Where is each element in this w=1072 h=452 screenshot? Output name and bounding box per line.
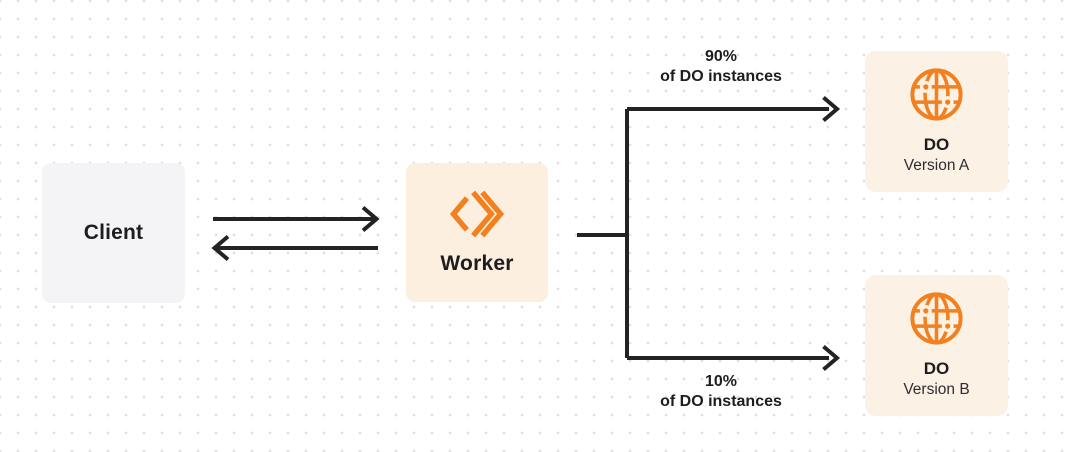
- arrow-client-to-worker: [213, 205, 380, 233]
- top-branch-percentage: 90%: [704, 48, 738, 65]
- node-do-version-a: DO Version A: [865, 51, 1008, 192]
- branch-trunk-line: [577, 109, 629, 358]
- do-a-subtitle: Version A: [903, 156, 970, 174]
- bottom-branch-percentage: 10%: [704, 373, 738, 390]
- worker-label: Worker: [440, 252, 514, 275]
- client-label: Client: [83, 221, 144, 244]
- bottom-branch-caption: of DO instances: [660, 393, 782, 410]
- top-branch-caption: of DO instances: [660, 68, 782, 85]
- arrow-to-do-version-a: [627, 95, 841, 123]
- cloudflare-workers-icon: [450, 190, 504, 238]
- top-branch-label: 90% of DO instances: [610, 47, 832, 87]
- node-worker: Worker: [406, 163, 548, 302]
- do-a-title: DO: [923, 135, 950, 155]
- node-do-version-b: DO Version B: [865, 275, 1008, 416]
- durable-object-globe-icon: [910, 292, 963, 345]
- do-b-subtitle: Version B: [903, 380, 970, 398]
- durable-object-globe-icon: [910, 68, 963, 121]
- do-b-title: DO: [923, 359, 950, 379]
- bottom-branch-label: 10% of DO instances: [610, 372, 832, 412]
- arrow-to-do-version-b: [627, 344, 841, 372]
- node-client: Client: [42, 163, 185, 303]
- arrow-worker-to-client: [211, 234, 378, 262]
